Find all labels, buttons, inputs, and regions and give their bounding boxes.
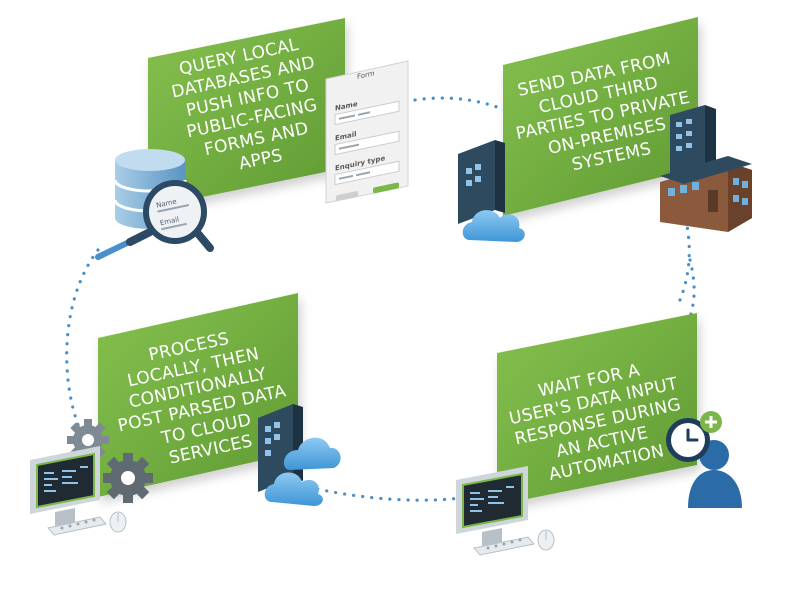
user-clock-icon [666, 411, 742, 508]
form-submit-button [373, 182, 399, 194]
computer-icon-process [30, 446, 127, 536]
lens-field-email: Email [159, 215, 180, 227]
magnifier-icon: Name Email [95, 180, 214, 260]
panel-query-local [148, 18, 345, 208]
panel-send-data [503, 17, 698, 216]
gears-icon [67, 419, 153, 503]
panel-process-locally [98, 293, 298, 497]
panel-wait-input [497, 313, 697, 505]
computer-icon-wait [456, 466, 555, 556]
server-cloud-icon-process [258, 404, 341, 506]
form-cancel-button [336, 191, 358, 202]
server-cloud-icon-send [458, 140, 525, 242]
form-title: Form [357, 68, 375, 81]
office-buildings-icon [660, 105, 752, 232]
form-card: Form Name Email Enquiry type [325, 60, 409, 204]
